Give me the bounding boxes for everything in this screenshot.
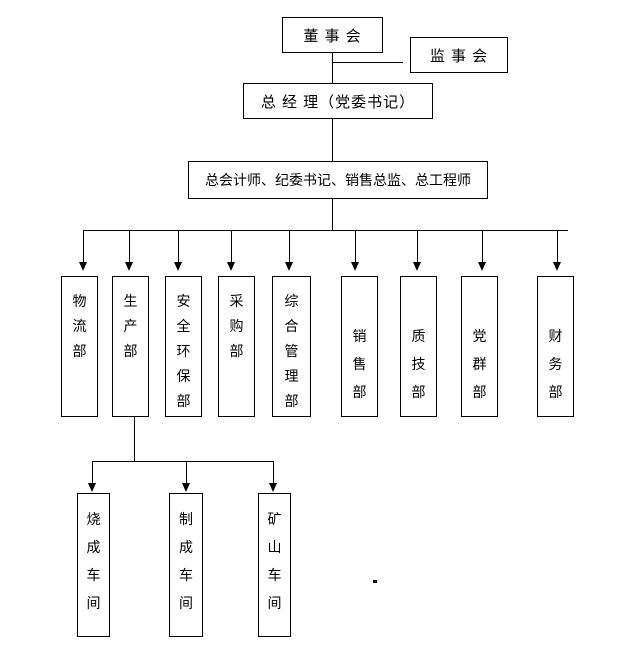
- stray-period-mark: [373, 580, 377, 583]
- arrow-down-icon: [478, 262, 486, 271]
- arrow-down-icon: [83, 230, 84, 262]
- connector-gm-staff: [332, 119, 333, 161]
- arrow-down-icon: [129, 230, 130, 262]
- arrow-down-icon: [355, 230, 356, 262]
- arrow-down-icon: [413, 262, 421, 271]
- arrow-down-icon: [186, 461, 187, 483]
- workshop-finishing-box: 制成车间: [169, 493, 203, 637]
- board-label: 董 事 会: [303, 27, 362, 45]
- arrow-down-icon: [351, 262, 359, 271]
- board-box: 董 事 会: [282, 17, 383, 53]
- arrow-down-icon: [553, 262, 561, 271]
- dept-label: 党群部: [472, 328, 487, 400]
- dept-label: 财务部: [548, 328, 563, 400]
- connector-board-gm: [332, 53, 333, 83]
- arrow-down-icon: [178, 230, 179, 262]
- dept-sales-box: 销售部: [341, 276, 378, 417]
- connector-production-workshops: [134, 417, 135, 461]
- arrow-down-icon: [182, 483, 190, 492]
- dept-label: 销售部: [352, 328, 367, 400]
- staff-officers-box: 总会计师、纪委书记、销售总监、总工程师: [188, 161, 488, 199]
- arrow-down-icon: [174, 262, 182, 271]
- workshop-label: 矿山车间: [267, 511, 282, 611]
- dept-finance-box: 财务部: [537, 276, 574, 417]
- dept-production-box: 生产部: [112, 276, 149, 417]
- arrow-down-icon: [285, 262, 293, 271]
- arrow-down-icon: [417, 230, 418, 262]
- supervisory-box: 监 事 会: [410, 37, 508, 73]
- arrow-down-icon: [227, 262, 235, 271]
- connector-staff-bus: [332, 199, 333, 230]
- workshop-label: 烧成车间: [86, 511, 101, 611]
- arrow-down-icon: [289, 230, 290, 262]
- general-manager-box: 总 经 理（党委书记）: [243, 83, 433, 119]
- arrow-down-icon: [273, 461, 274, 483]
- dept-label: 生产部: [123, 293, 138, 359]
- connector-supervisory: [332, 62, 403, 63]
- workshop-mining-box: 矿山车间: [258, 493, 291, 637]
- arrow-down-icon: [231, 230, 232, 262]
- arrow-down-icon: [557, 230, 558, 262]
- arrow-down-icon: [269, 483, 277, 492]
- arrow-down-icon: [88, 483, 96, 492]
- dept-safety-environment-box: 安全环保部: [165, 276, 202, 417]
- arrow-down-icon: [79, 262, 87, 271]
- dept-label: 质技部: [411, 328, 426, 400]
- arrow-down-icon: [482, 230, 483, 262]
- staff-officers-label: 总会计师、纪委书记、销售总监、总工程师: [205, 172, 471, 188]
- supervisory-label: 监 事 会: [429, 47, 489, 65]
- workshop-bus-line: [92, 461, 273, 462]
- dept-label: 采购部: [229, 293, 244, 359]
- dept-party-mass-box: 党群部: [461, 276, 498, 417]
- arrow-down-icon: [92, 461, 93, 483]
- department-bus-line: [83, 230, 568, 231]
- arrow-down-icon: [125, 262, 133, 271]
- dept-label: 物流部: [72, 293, 87, 359]
- dept-label: 安全环保部: [176, 293, 191, 409]
- dept-purchasing-box: 采购部: [218, 276, 255, 417]
- dept-quality-tech-box: 质技部: [400, 276, 437, 417]
- dept-label: 综合管理部: [284, 293, 299, 409]
- dept-general-admin-box: 综合管理部: [272, 276, 311, 417]
- workshop-sintering-box: 烧成车间: [77, 493, 110, 637]
- general-manager-label: 总 经 理（党委书记）: [260, 93, 416, 111]
- dept-logistics-box: 物流部: [61, 276, 98, 417]
- workshop-label: 制成车间: [179, 511, 193, 611]
